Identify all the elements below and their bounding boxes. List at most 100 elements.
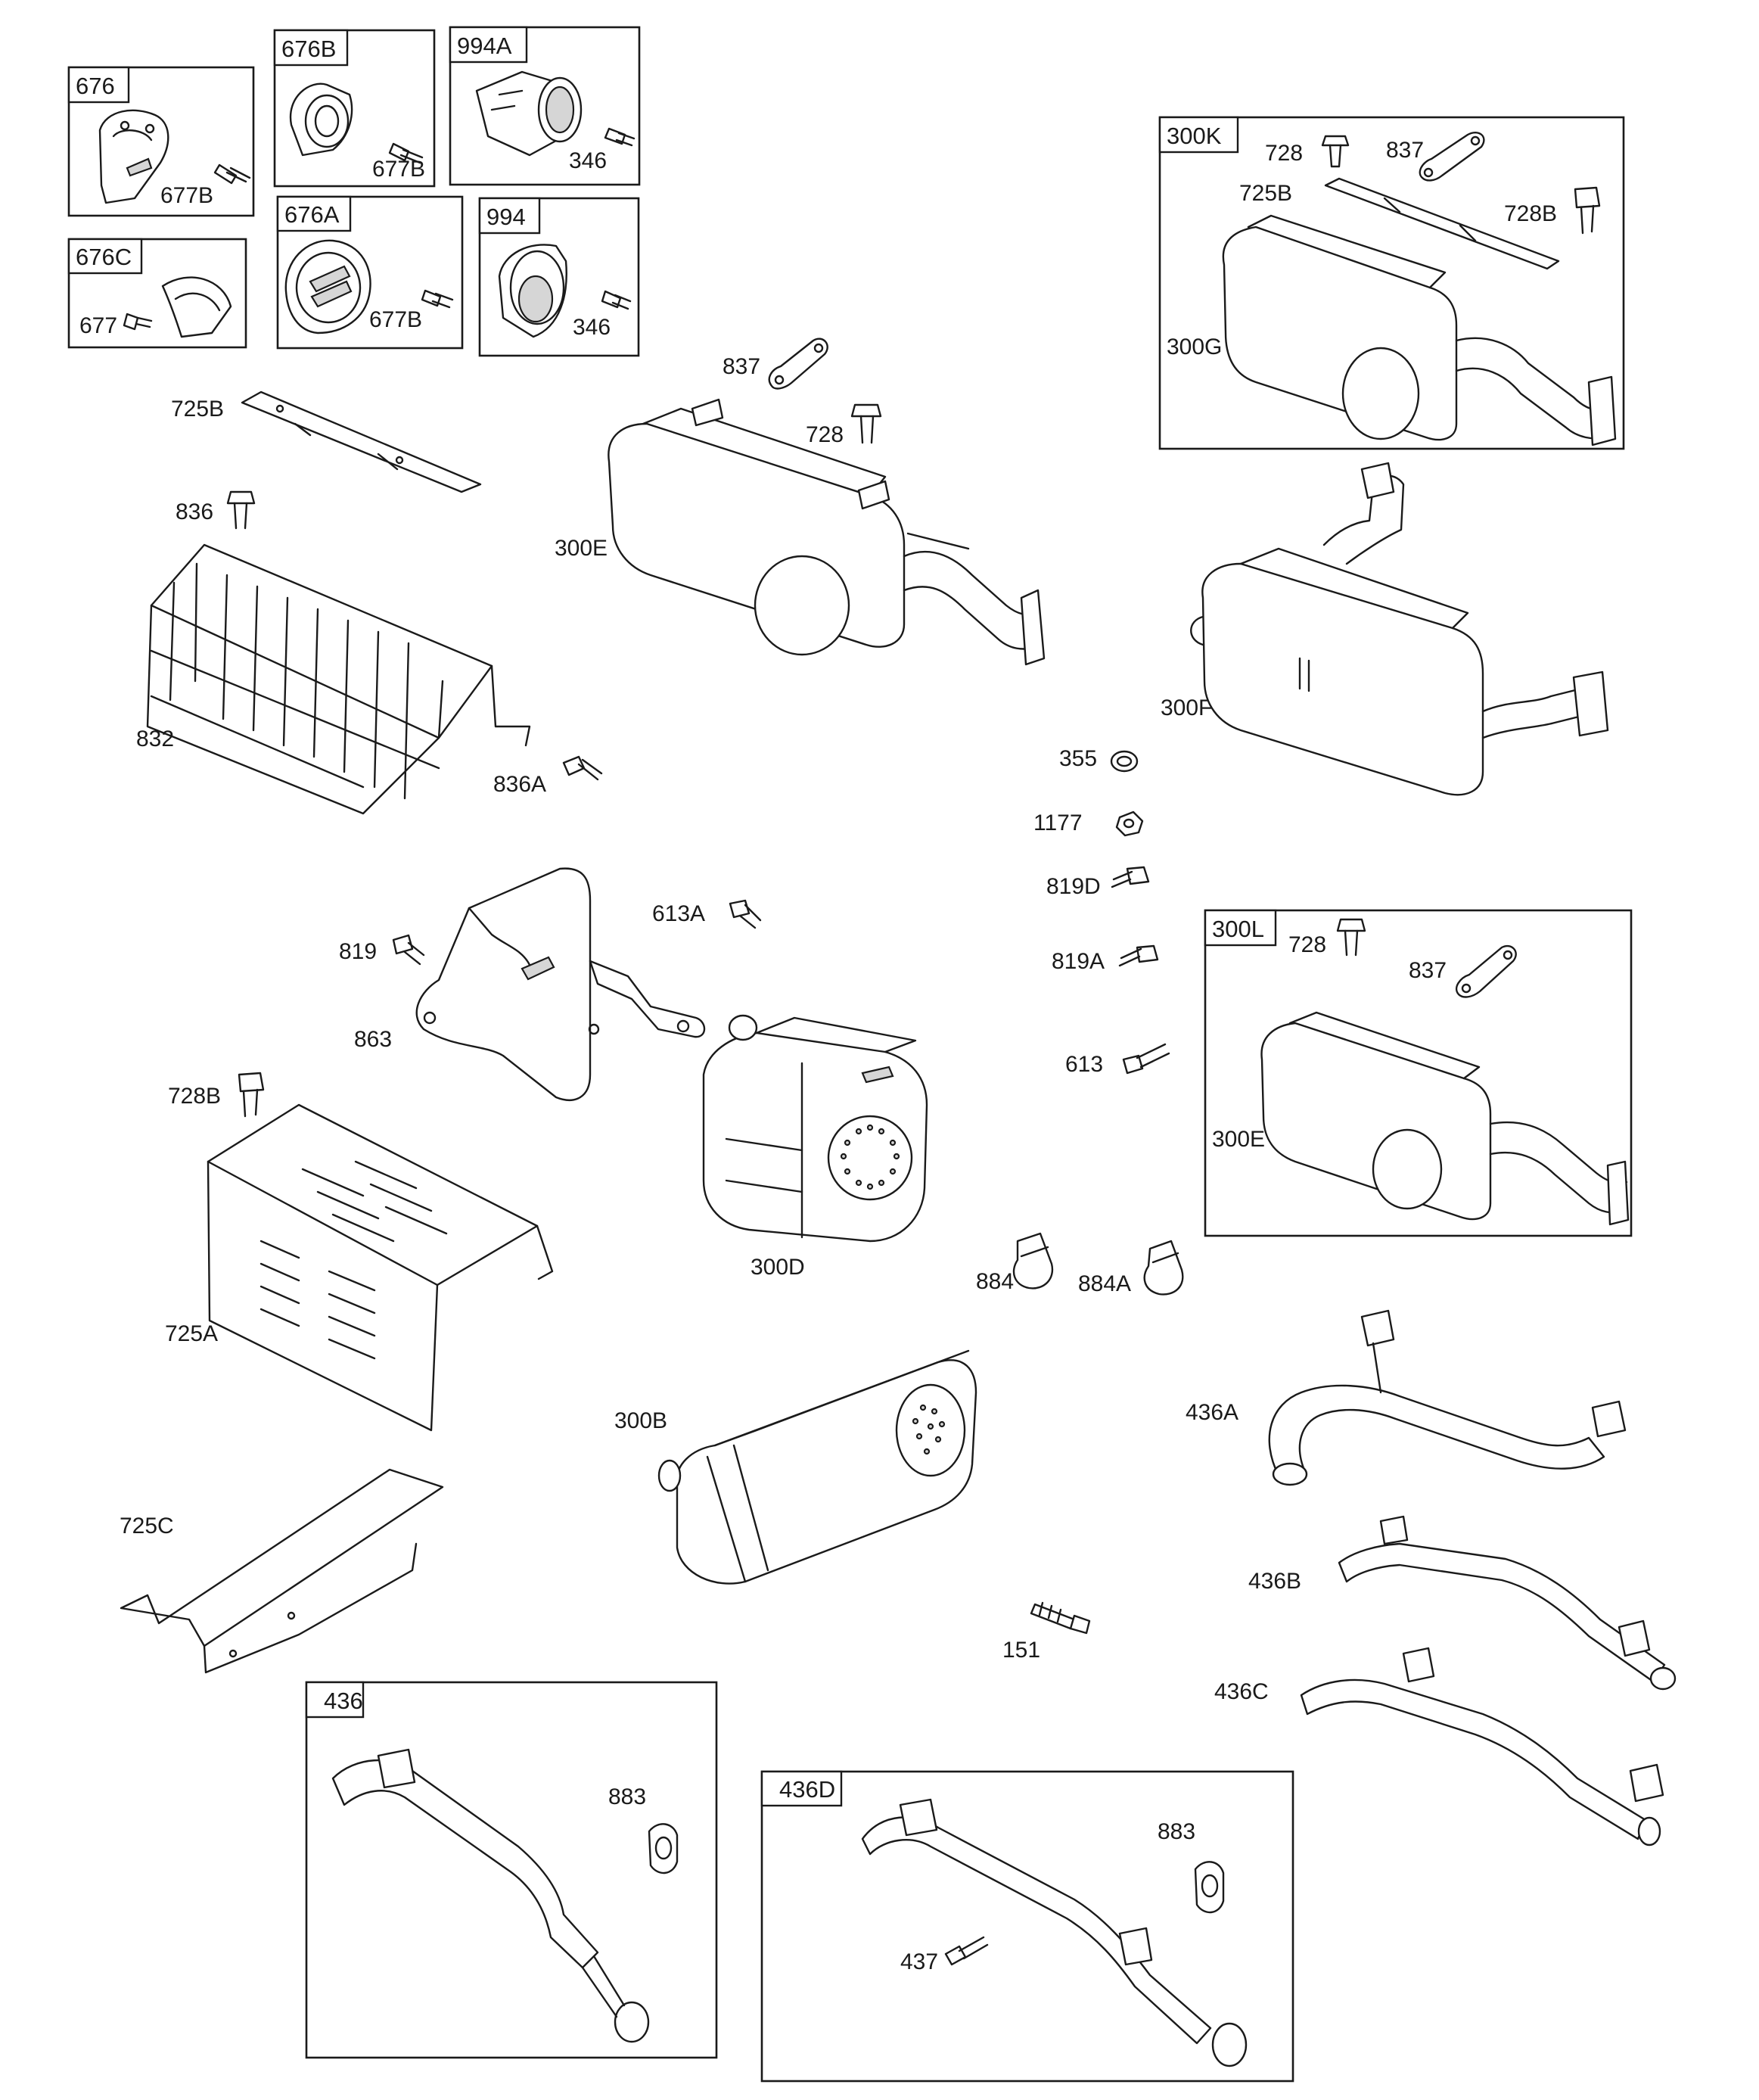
label-676B: 676B <box>281 36 336 62</box>
label-355: 355 <box>1059 746 1097 771</box>
part-728-bolt-k <box>1321 135 1350 168</box>
part-837-bracket-main <box>768 338 828 390</box>
label-437: 437 <box>900 1949 938 1974</box>
part-728-bolt-l <box>1336 918 1366 957</box>
part-437-stud <box>944 1936 989 1966</box>
label-300B: 300B <box>614 1408 667 1433</box>
inset-676C: 676C 677 <box>67 238 247 349</box>
label-300D: 300D <box>751 1255 805 1280</box>
label-676C: 676C <box>76 244 132 270</box>
label-436B: 436B <box>1248 1569 1301 1594</box>
part-884-clamp <box>1012 1232 1054 1290</box>
label-1177: 1177 <box>1033 810 1083 835</box>
part-819D-screw <box>1111 866 1150 888</box>
label-728-l: 728 <box>1288 932 1326 957</box>
louver-slots <box>259 1160 448 1360</box>
label-836A: 836A <box>493 772 546 797</box>
label-346-a: 346 <box>569 148 607 173</box>
perforation-pattern-b <box>912 1404 946 1455</box>
part-728B-bolt-k <box>1574 186 1601 235</box>
label-837-main: 837 <box>723 354 760 379</box>
label-436D: 436D <box>779 1776 835 1803</box>
part-994A-spark-arrestor <box>475 70 583 157</box>
inset-436D: 436D 883 437 <box>760 1770 1294 2083</box>
label-832: 832 <box>136 726 174 751</box>
label-819A: 819A <box>1052 949 1105 974</box>
label-725A: 725A <box>165 1321 218 1346</box>
part-300D-muffler <box>702 1014 928 1243</box>
part-725C-shield <box>120 1468 444 1674</box>
part-725B-strap-main <box>241 390 482 493</box>
label-863: 863 <box>354 1027 392 1052</box>
part-300B-muffler <box>657 1349 977 1585</box>
label-676: 676 <box>76 73 115 99</box>
part-677B-screw-c <box>421 289 454 309</box>
label-994: 994 <box>486 204 526 230</box>
part-837-bracket-l <box>1455 944 1517 998</box>
part-355-gasket-ring <box>1110 750 1139 773</box>
part-677-screw <box>123 313 153 331</box>
part-346-screw-a <box>604 127 636 147</box>
label-883-a: 883 <box>608 1784 646 1809</box>
part-725B-strap-k <box>1324 177 1560 270</box>
part-819-screw <box>392 934 425 966</box>
inset-300K: 300K 728 837 725B 728B 300G <box>1158 116 1625 450</box>
part-676B-exhaust-deflector <box>289 82 353 157</box>
inset-676B: 676B 677B <box>273 29 436 188</box>
part-613A-screw <box>729 899 762 929</box>
label-677B-b: 677B <box>372 157 425 182</box>
part-677B-screw-b <box>388 142 424 164</box>
label-436C: 436C <box>1214 1679 1269 1704</box>
label-613A: 613A <box>652 901 705 926</box>
label-837-l: 837 <box>1409 958 1447 983</box>
part-728B-bolt-main <box>238 1072 265 1118</box>
label-151: 151 <box>1002 1638 1040 1663</box>
part-725A-heat-shield <box>207 1103 554 1432</box>
part-436A-exhaust-pipe <box>1268 1309 1627 1486</box>
label-677B: 677B <box>160 183 213 208</box>
label-725B-main: 725B <box>171 397 224 422</box>
label-883-b: 883 <box>1158 1819 1195 1844</box>
label-994A: 994A <box>457 33 512 59</box>
label-676A: 676A <box>284 201 340 228</box>
label-346-b: 346 <box>573 315 611 340</box>
label-819: 819 <box>339 939 377 964</box>
label-300K: 300K <box>1167 123 1222 149</box>
label-836: 836 <box>176 499 213 524</box>
label-436: 436 <box>324 1688 363 1714</box>
label-613: 613 <box>1065 1052 1103 1077</box>
part-728-bolt-main <box>850 403 882 444</box>
label-728B-main: 728B <box>168 1084 221 1109</box>
part-676-heat-shield <box>98 109 169 204</box>
part-836-bolt <box>226 490 256 530</box>
inset-436: 436 883 <box>305 1681 718 2059</box>
inset-994: 994 346 <box>478 197 640 357</box>
part-676C-elbow <box>161 276 232 338</box>
label-884: 884 <box>976 1269 1014 1294</box>
part-863-bracket-plate <box>415 867 706 1101</box>
part-883-gasket-b <box>1194 1861 1225 1914</box>
label-725C: 725C <box>120 1514 174 1538</box>
label-677: 677 <box>79 313 117 338</box>
part-436D-exhaust-pipe <box>861 1798 1248 2067</box>
label-300G: 300G <box>1167 334 1222 359</box>
part-884A-clamp <box>1143 1240 1184 1296</box>
part-677B-screw-a <box>213 163 251 185</box>
label-837-k: 837 <box>1386 138 1424 163</box>
part-300E-muffler-main <box>608 398 1046 666</box>
part-151-stud <box>1030 1601 1091 1635</box>
part-436-exhaust-pipe <box>331 1748 650 2043</box>
part-819A-screw <box>1118 944 1159 967</box>
part-676A-screen-cover <box>284 239 371 334</box>
inset-676: 676 677B <box>67 66 255 217</box>
part-346-screw-b <box>601 290 632 310</box>
part-436C-exhaust-pipe <box>1300 1647 1664 1846</box>
label-300L: 300L <box>1212 916 1264 942</box>
inset-676A: 676A 677B <box>276 195 464 350</box>
label-819D: 819D <box>1046 874 1101 899</box>
part-300F-muffler <box>1190 462 1609 796</box>
part-436B-exhaust-pipe <box>1338 1515 1677 1691</box>
part-832-guard-cage <box>146 543 531 815</box>
inset-300L: 300L 728 837 300E <box>1204 909 1633 1237</box>
inset-994A: 994A 346 <box>449 26 641 186</box>
